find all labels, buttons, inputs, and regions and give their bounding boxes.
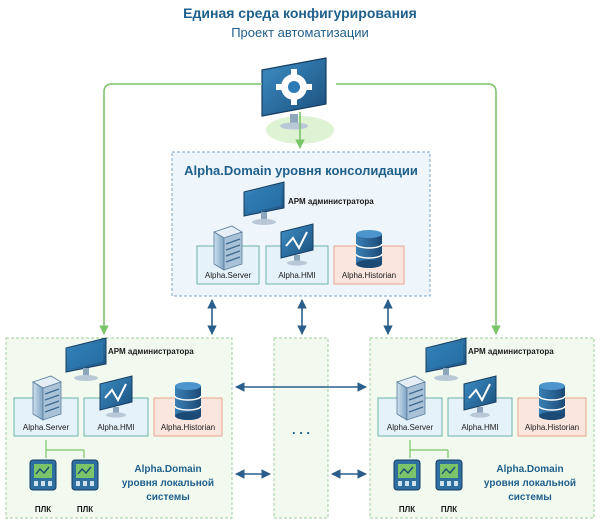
local-domain-left: АРМ администратора Alpha.Server Alpha.HM… bbox=[5, 337, 233, 519]
gear-monitor-icon bbox=[276, 69, 312, 105]
server-icon bbox=[213, 225, 243, 271]
server-icon bbox=[32, 375, 62, 421]
database-icon bbox=[538, 381, 566, 421]
middle-ellipsis: . . . bbox=[292, 422, 310, 437]
server-icon bbox=[396, 375, 426, 421]
right-domain-title: системы bbox=[508, 492, 552, 503]
plc-icon bbox=[393, 459, 421, 491]
right-server-label: Alpha.Server bbox=[387, 423, 434, 432]
plc-icon bbox=[71, 459, 99, 491]
left-plc1-label: ПЛК bbox=[35, 505, 51, 514]
left-hmi-label: Alpha.HMI bbox=[97, 423, 134, 432]
consolidation-arm-label: АРМ администратора bbox=[288, 197, 374, 206]
consolidation-links bbox=[207, 299, 393, 335]
left-historian-label: Alpha.Historian bbox=[161, 423, 215, 432]
right-plc1-label: ПЛК bbox=[399, 505, 415, 514]
plc-icon bbox=[435, 459, 463, 491]
right-domain-title: Alpha.Domain bbox=[496, 464, 563, 475]
left-domain-title: системы bbox=[146, 492, 190, 503]
left-domain-title: уровня локальной bbox=[122, 478, 214, 489]
peer-links bbox=[235, 382, 367, 479]
local-domain-middle: . . . bbox=[273, 337, 329, 519]
right-plc2-label: ПЛК bbox=[441, 505, 457, 514]
config-links bbox=[99, 83, 501, 335]
local-domain-right: АРМ администратора Alpha.Server Alpha.HM… bbox=[369, 337, 595, 519]
right-historian-label: Alpha.Historian bbox=[525, 423, 579, 432]
plc-icon bbox=[29, 459, 57, 491]
left-server-label: Alpha.Server bbox=[23, 423, 70, 432]
config-workstation bbox=[261, 57, 334, 144]
consolidation-title: Alpha.Domain уровня консолидации bbox=[184, 163, 418, 178]
page-subtitle: Проект автоматизации bbox=[231, 25, 369, 40]
left-domain-title: Alpha.Domain bbox=[134, 464, 201, 475]
right-arm-label: АРМ администратора bbox=[468, 347, 554, 356]
right-hmi-label: Alpha.HMI bbox=[461, 423, 498, 432]
consolidation-historian-label: Alpha.Historian bbox=[342, 271, 396, 280]
left-arm-label: АРМ администратора bbox=[108, 347, 194, 356]
consolidation-domain: Alpha.Domain уровня консолидации АРМ адм… bbox=[171, 151, 431, 297]
left-plc2-label: ПЛК bbox=[77, 505, 93, 514]
right-domain-title: уровня локальной bbox=[484, 478, 576, 489]
database-icon bbox=[174, 381, 202, 421]
database-icon bbox=[355, 229, 383, 269]
consolidation-server-label: Alpha.Server bbox=[205, 271, 252, 280]
page-title: Единая среда конфигурирования bbox=[183, 5, 417, 21]
consolidation-hmi-label: Alpha.HMI bbox=[278, 271, 315, 280]
